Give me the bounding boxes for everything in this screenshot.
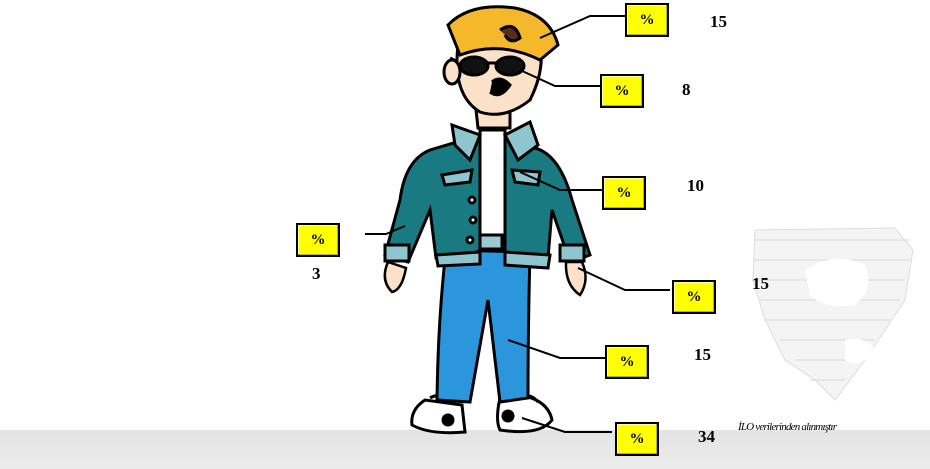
value-pocket: 10 bbox=[687, 176, 704, 196]
percent-box-shoes: % bbox=[615, 422, 659, 456]
value-right-sleeve: 15 bbox=[752, 274, 769, 294]
percent-box-left-sleeve: % bbox=[296, 223, 340, 257]
value-jeans: 15 bbox=[694, 345, 711, 365]
percent-box-sunglasses: % bbox=[600, 74, 644, 108]
leader-line-right-sleeve bbox=[578, 268, 670, 290]
shoes-illustration bbox=[412, 395, 552, 433]
value-sunglasses: 8 bbox=[682, 80, 691, 100]
value-shoes: 34 bbox=[698, 427, 715, 447]
value-left-sleeve: 3 bbox=[312, 264, 321, 284]
value-cap: 15 bbox=[710, 12, 727, 32]
percent-box-jeans: % bbox=[605, 345, 649, 379]
source-note: İLO verilerinden alınmıştır bbox=[738, 421, 836, 433]
percent-box-cap: % bbox=[625, 3, 669, 37]
percent-box-right-sleeve: % bbox=[672, 280, 716, 314]
percent-box-pocket: % bbox=[602, 176, 646, 210]
